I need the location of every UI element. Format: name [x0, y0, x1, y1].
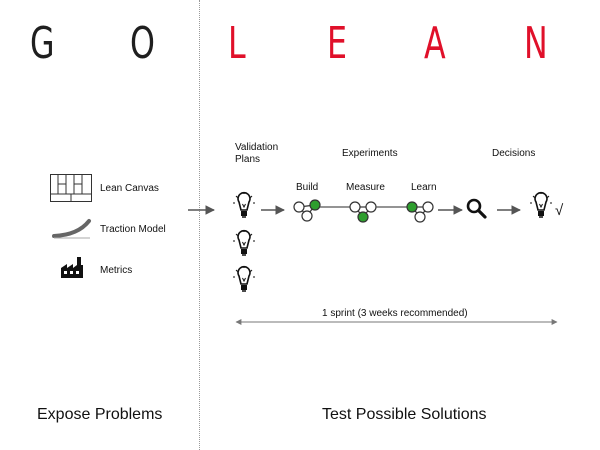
- build-node-icon: [293, 199, 321, 222]
- title-letter-a: A: [424, 18, 446, 69]
- title-letter-g: G: [30, 18, 55, 69]
- lightbulb-icon: [529, 191, 553, 218]
- lean-canvas-icon: [50, 174, 92, 202]
- section-divider: [199, 0, 200, 450]
- test-solutions-footer: Test Possible Solutions: [322, 406, 487, 423]
- lean-canvas-label: Lean Canvas: [100, 183, 159, 194]
- check-mark-icon: √: [555, 202, 564, 219]
- title-letter-o: O: [130, 18, 155, 69]
- decisions-header: Decisions: [492, 148, 536, 159]
- traction-model-label: Traction Model: [100, 224, 166, 235]
- experiments-header: Experiments: [342, 148, 398, 159]
- traction-curve-icon: [52, 219, 91, 239]
- title-letter-l: L: [228, 18, 246, 69]
- title-letter-e: E: [327, 18, 348, 69]
- lightbulb-icon: [232, 265, 256, 292]
- measure-label: Measure: [346, 182, 385, 193]
- lightbulb-icon: [232, 229, 256, 256]
- lightbulb-icon: [232, 191, 256, 218]
- magnifier-icon: [466, 198, 487, 219]
- measure-node-icon: [349, 201, 377, 223]
- factory-icon: [61, 257, 83, 278]
- build-label: Build: [296, 182, 319, 193]
- title-letter-n: N: [524, 18, 548, 69]
- sprint-label: 1 sprint (3 weeks recommended): [322, 308, 468, 319]
- learn-node-icon: [406, 201, 434, 223]
- validation-plans-header: Validation Plans: [235, 142, 279, 165]
- expose-problems-footer: Expose Problems: [37, 406, 163, 423]
- metrics-label: Metrics: [100, 265, 133, 276]
- learn-label: Learn: [411, 182, 437, 193]
